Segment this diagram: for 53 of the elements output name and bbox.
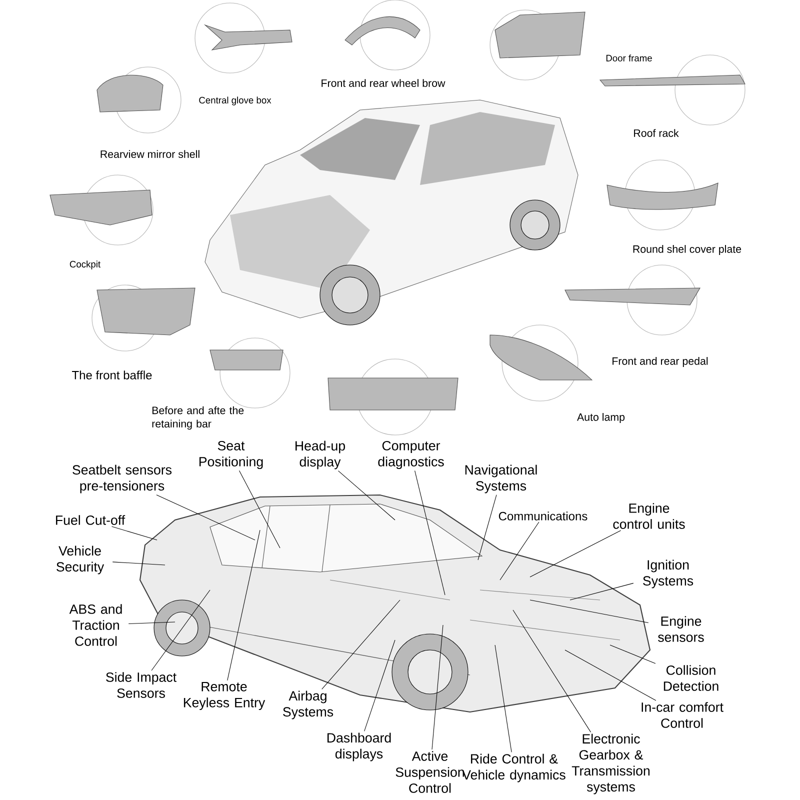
- leader-line: [530, 600, 649, 624]
- callout-label: Active Suspension Control: [396, 751, 464, 793]
- callout-label: Head-up display: [296, 440, 345, 470]
- leader-line: [238, 470, 280, 548]
- callout-label: Communications: [498, 512, 588, 520]
- callout-label: Electronic Gearbox & Transmission systems: [572, 734, 650, 794]
- leader-line: [530, 530, 621, 578]
- callout-label: Computer diagnostics: [378, 440, 444, 470]
- part-caption: Front and rear wheel brow: [322, 79, 446, 87]
- leader-line: [478, 494, 497, 560]
- part-caption: Central glove box: [199, 96, 272, 106]
- part-caption: Door frame: [606, 54, 652, 62]
- callout-label: Fuel Cut-off: [56, 515, 126, 525]
- part-caption: Round shel cover plate: [633, 245, 742, 255]
- part-caption: The front baffle: [72, 370, 152, 380]
- leader-line: [494, 644, 512, 752]
- callout-label: Seat Positioning: [199, 440, 263, 470]
- callout-label: Ride Control & Vehicle dynamics: [462, 754, 566, 782]
- leader-line: [414, 470, 446, 596]
- part-caption: Front and rear pedal: [612, 357, 708, 367]
- callout-label: Seatbelt sensors pre-tensioners: [72, 464, 172, 494]
- callout-label: In-car comfort Control: [642, 702, 724, 728]
- callout-label: Side Impact Sensors: [106, 672, 176, 698]
- leader-line: [610, 644, 656, 664]
- leader-line: [112, 526, 158, 540]
- leader-line: [128, 622, 176, 624]
- leader-line: [564, 650, 656, 701]
- leader-line: [570, 582, 634, 600]
- callout-label: Engine sensors: [658, 616, 704, 642]
- callout-label: Engine control units: [613, 503, 685, 529]
- callout-label: Airbag Systems: [283, 690, 334, 720]
- leader-line: [338, 470, 396, 520]
- part-caption: Roof rack: [634, 129, 679, 137]
- leader-line: [227, 530, 260, 681]
- leader-line: [112, 562, 166, 566]
- callout-label: ABS and Traction Control: [69, 604, 122, 646]
- leader-line: [512, 610, 592, 732]
- leader-line: [432, 624, 444, 750]
- part-caption: Auto lamp: [577, 413, 625, 423]
- leader-line: [156, 494, 256, 540]
- callout-label: Navigational Systems: [465, 464, 537, 494]
- leader-line: [322, 600, 400, 690]
- leader-line: [151, 590, 210, 671]
- callout-label: Collision Detection: [664, 665, 718, 691]
- callout-label: Vehicle Security: [56, 546, 104, 574]
- part-caption: Before and afte the retaining bar: [152, 406, 244, 430]
- leader-line: [364, 640, 396, 732]
- part-caption: Rearview mirror shell: [100, 150, 200, 158]
- leader-line: [500, 522, 540, 580]
- callout-label: Ignition Systems: [643, 560, 694, 588]
- part-caption: Cockpit: [70, 260, 100, 270]
- callout-label: Dashboard displays: [327, 732, 391, 762]
- callout-label: Remote Keyless Entry: [184, 682, 266, 710]
